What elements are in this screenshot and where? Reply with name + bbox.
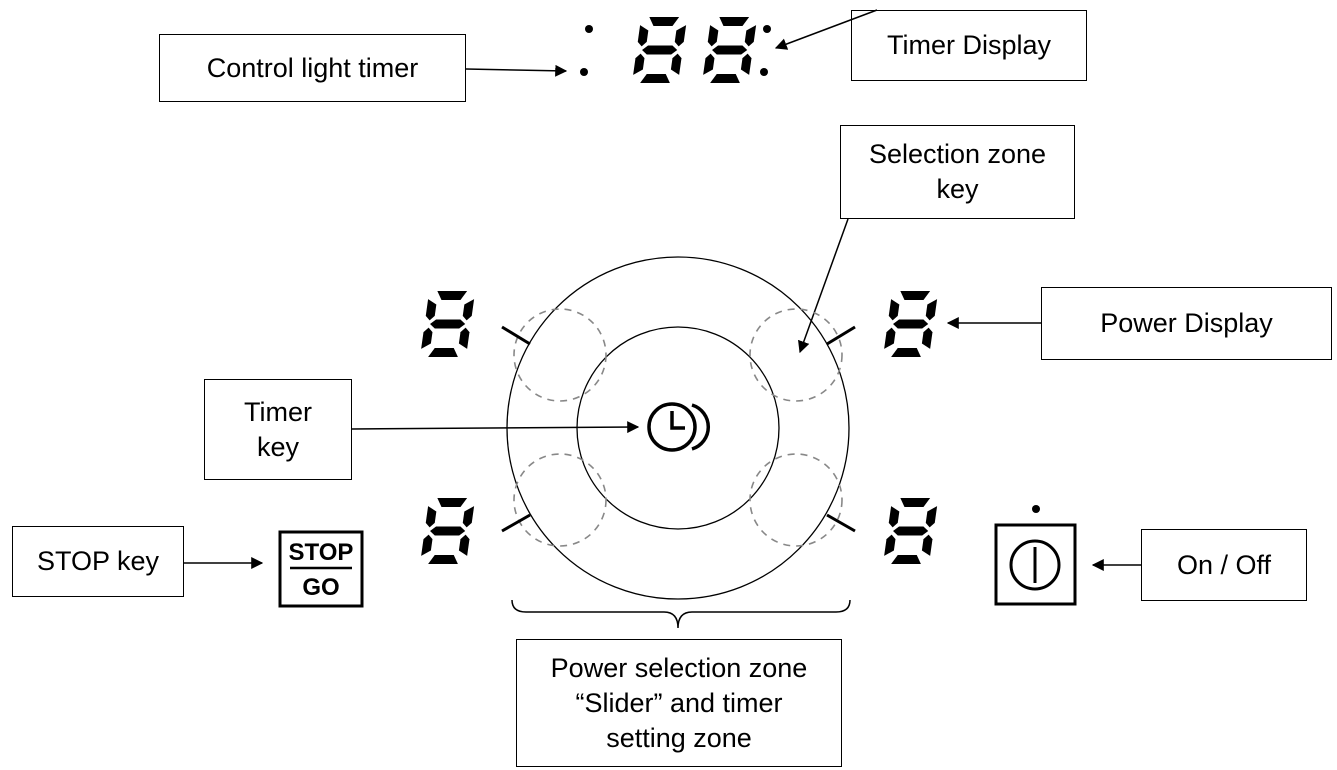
slider-inner-ring	[576, 326, 780, 530]
timer-colon-left	[580, 25, 593, 76]
stop-key-text: STOP	[289, 539, 354, 566]
zone-key-top-left[interactable]	[513, 308, 607, 402]
arrow-control-light-timer	[465, 64, 568, 77]
arrow-timer-key	[351, 421, 640, 434]
zone-tick-bottom-right	[826, 513, 856, 533]
on-off-label: On / Off	[1141, 529, 1307, 601]
zone-key-top-right[interactable]	[749, 308, 843, 402]
timer-key-label: Timer key	[204, 379, 352, 480]
stop-go-key[interactable]: STOP GO	[278, 530, 364, 608]
timer-digit-1	[633, 17, 687, 83]
zone-key-bottom-right[interactable]	[749, 453, 843, 547]
power-selection-zone-label: Power selection zone “Slider” and timer …	[516, 639, 842, 767]
stop-key-label: STOP key	[12, 526, 184, 597]
zone-key-bottom-left[interactable]	[513, 453, 607, 547]
selection-zone-key-label: Selection zone key	[840, 125, 1075, 219]
power-display-bottom-right	[884, 498, 938, 564]
power-display-top-left	[421, 291, 475, 357]
timer-digit-2	[703, 17, 757, 83]
timer-colon-right	[760, 25, 771, 76]
slider-outer-ring[interactable]	[506, 256, 850, 600]
power-display-top-right	[884, 291, 938, 357]
slider-bracket	[511, 599, 851, 629]
zone-tick-top-left	[501, 325, 531, 346]
on-off-key[interactable]	[994, 505, 1077, 606]
go-key-text: GO	[302, 574, 339, 601]
on-off-indicator-dot	[1032, 505, 1040, 513]
timer-key-clock-icon[interactable]	[647, 402, 710, 452]
timer-display-label: Timer Display	[851, 10, 1087, 81]
power-display-bottom-left	[421, 498, 475, 564]
zone-tick-bottom-left	[501, 513, 531, 533]
arrow-timer-display	[774, 9, 878, 50]
power-icon	[1009, 539, 1061, 591]
zone-tick-top-right	[826, 325, 856, 346]
power-display-label: Power Display	[1041, 287, 1332, 360]
control-light-timer-label: Control light timer	[159, 34, 466, 102]
arrow-selection-zone-key	[798, 218, 849, 354]
